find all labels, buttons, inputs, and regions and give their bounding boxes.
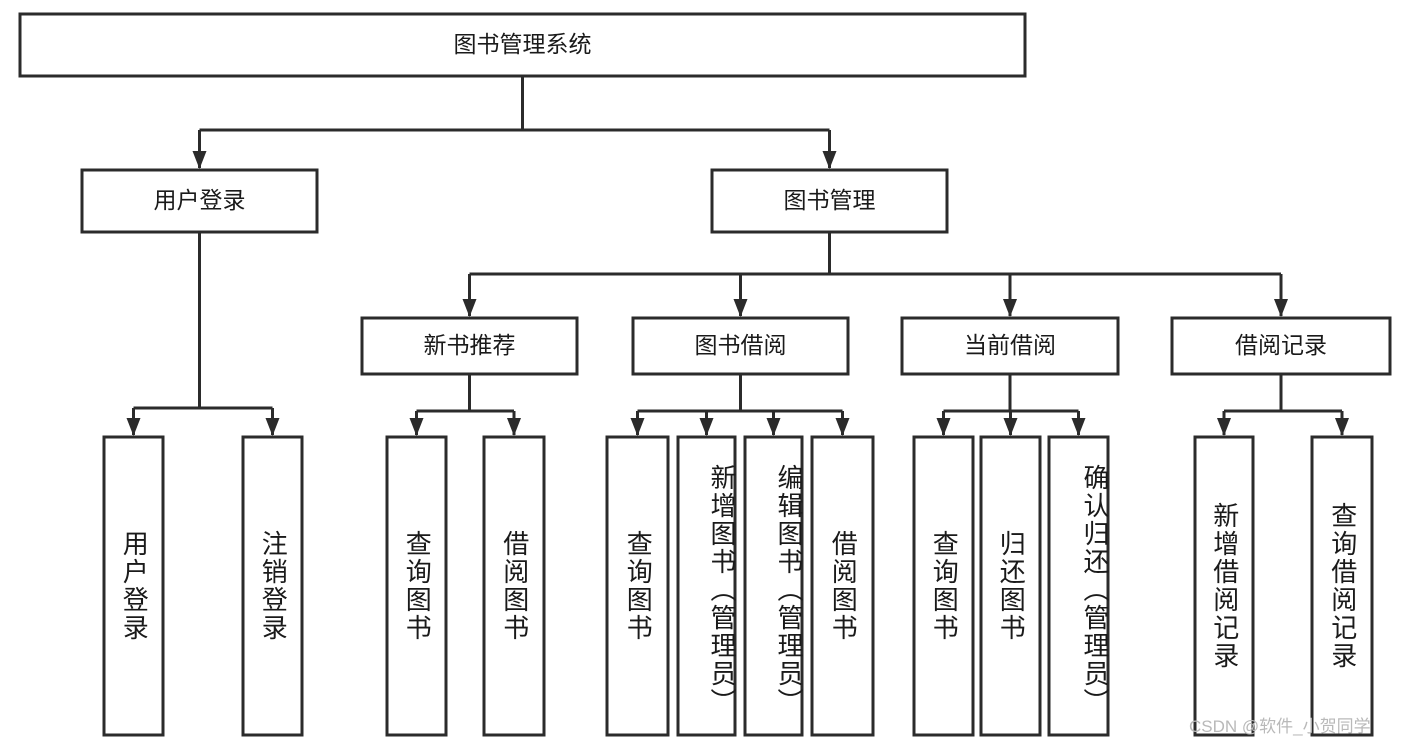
arrow-head-icon — [733, 299, 748, 317]
arrow-head-icon — [1217, 418, 1231, 436]
node-leaf-user-login-box[interactable] — [102, 435, 165, 737]
arrow-head-icon — [766, 418, 781, 436]
node-leaf-confirm-return-box[interactable] — [1047, 435, 1110, 737]
node-leaf-query-book-2-box[interactable] — [605, 435, 670, 737]
arrow-head-icon — [1003, 418, 1018, 436]
node-root-box[interactable] — [18, 12, 1027, 78]
node-leaf-logout-box[interactable] — [241, 435, 304, 737]
arrow-head-icon — [936, 418, 951, 436]
arrow-head-icon — [462, 299, 477, 317]
arrow-head-icon — [507, 418, 521, 436]
node-borrow-record-box[interactable] — [1170, 316, 1392, 376]
node-borrow-record-label: 借阅记录 — [1235, 332, 1327, 358]
node-leaf-query-borrow-record-box[interactable] — [1310, 435, 1374, 737]
node-leaf-return-book-box[interactable] — [979, 435, 1042, 737]
node-book-manage-box[interactable] — [710, 168, 949, 234]
arrow-head-icon — [1274, 299, 1288, 317]
node-leaf-add-borrow-record-box[interactable] — [1193, 435, 1255, 737]
arrow-head-icon — [1335, 418, 1349, 436]
node-user-login-label: 用户登录 — [154, 187, 246, 213]
node-leaf-query-book-3-box[interactable] — [912, 435, 975, 737]
arrow-head-icon — [192, 151, 207, 169]
node-book-manage-label: 图书管理 — [784, 187, 876, 213]
arrow-head-icon — [835, 418, 850, 436]
node-leaf-query-book-1-box[interactable] — [385, 435, 448, 737]
arrow-head-icon — [1003, 299, 1017, 317]
arrow-head-icon — [265, 418, 280, 436]
arrow-head-icon — [1071, 418, 1086, 436]
node-current-borrow-label: 当前借阅 — [964, 332, 1056, 358]
node-user-login-box[interactable] — [80, 168, 319, 234]
node-book-borrow-label: 图书借阅 — [695, 332, 787, 358]
arrow-head-icon — [409, 418, 424, 436]
node-root-label: 图书管理系统 — [454, 31, 592, 57]
node-leaf-edit-book-admin-box[interactable] — [743, 435, 804, 737]
arrow-head-icon — [822, 151, 837, 169]
node-leaf-add-book-admin-box[interactable] — [676, 435, 737, 737]
arrow-head-icon — [630, 418, 645, 436]
node-leaf-borrow-book-1-box[interactable] — [482, 435, 546, 737]
arrow-head-icon — [699, 418, 714, 436]
arrow-head-icon — [126, 418, 141, 436]
node-new-book-recommend-label: 新书推荐 — [424, 332, 516, 358]
watermark-text: CSDN @软件_小贺同学 — [1189, 717, 1371, 736]
node-leaf-borrow-book-2-box[interactable] — [810, 435, 875, 737]
